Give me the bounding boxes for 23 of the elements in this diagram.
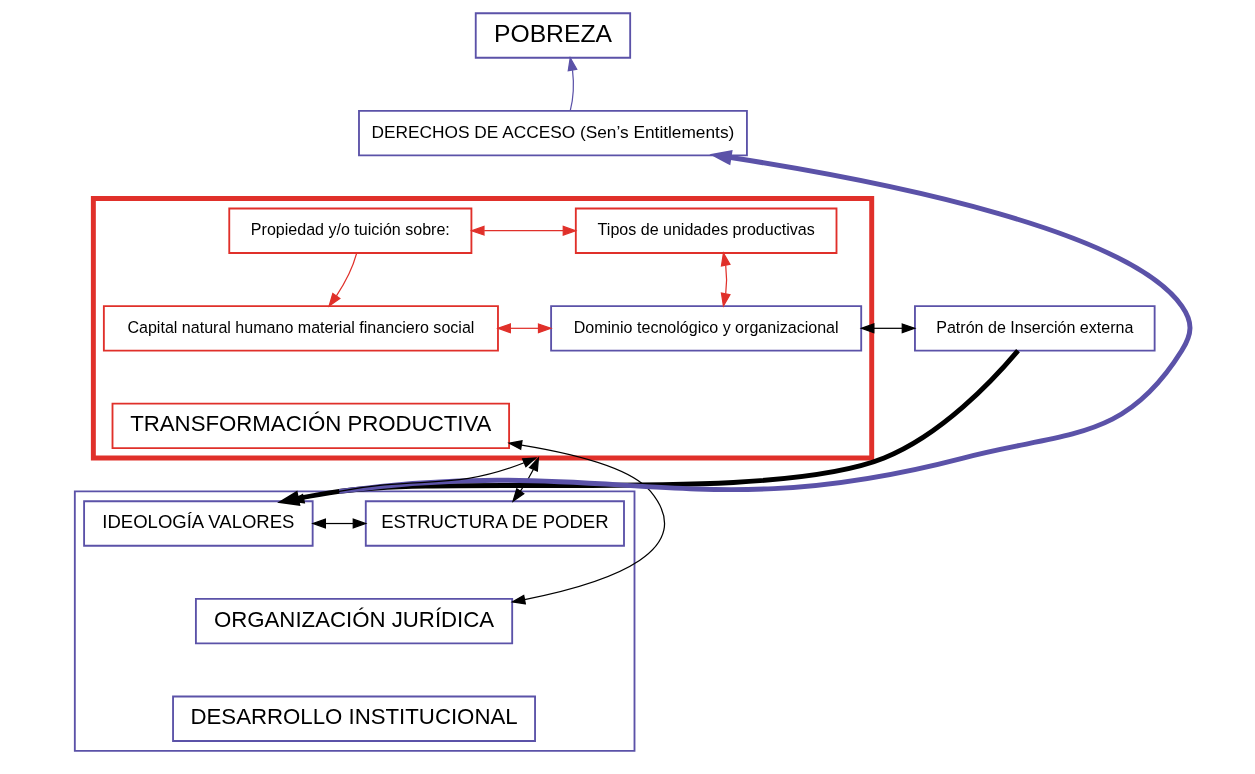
arrow (496, 323, 553, 334)
node-box: Patrón de Inserción externa (914, 305, 1156, 352)
arrow (277, 349, 1020, 506)
arrow (328, 252, 358, 308)
arrow (720, 251, 731, 308)
node-box: TRANSFORMACIÓN PRODUCTIVA (111, 402, 511, 450)
node-box: ORGANIZACIÓN JURÍDICA (194, 597, 514, 645)
node-box: Capital natural humano material financiero social (102, 305, 499, 352)
arrow (567, 56, 578, 112)
arrow (507, 440, 665, 605)
node-box: POBREZA (474, 12, 632, 59)
arrow (511, 456, 540, 503)
node-box: IDEOLOGÍA VALORES (83, 500, 314, 547)
node-box: Tipos de unidades productivas (574, 207, 838, 254)
node-box: Dominio tecnológico y organizacional (550, 305, 863, 352)
arrow (311, 518, 368, 529)
node-box: DESARROLLO INSTITUCIONAL (172, 695, 536, 742)
arrow (469, 225, 578, 236)
arrow (859, 323, 917, 334)
node-box: ESTRUCTURA DE PODER (364, 500, 625, 547)
node-box: DERECHOS DE ACCESO (Sen’s Entitlements) (358, 109, 748, 157)
arrow (338, 149, 1193, 494)
node-box: Propiedad y/o tuición sobre: (228, 207, 473, 254)
